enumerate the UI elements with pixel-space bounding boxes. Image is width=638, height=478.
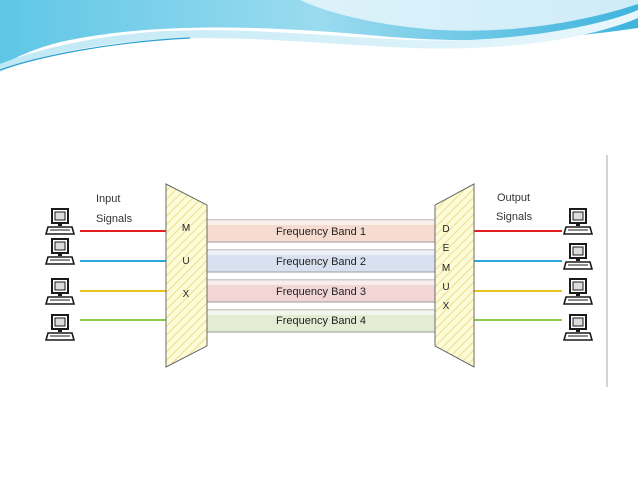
output-label-line1: Output	[497, 192, 531, 204]
computer-icon	[563, 277, 593, 307]
band-label-2: Frequency Band 2	[276, 256, 366, 268]
input-label-line2: Signals	[96, 213, 133, 225]
demux-letter-e: E	[442, 243, 450, 254]
demux-block	[434, 183, 475, 368]
demux-letter-x: X	[442, 301, 450, 312]
computer-icon	[45, 277, 75, 307]
computer-icon	[45, 313, 75, 343]
input-label-line1: Input	[96, 193, 121, 205]
computer-icon	[563, 207, 593, 237]
mux-block	[165, 183, 208, 368]
panel-edge	[606, 155, 608, 387]
band-label-4: Frequency Band 4	[276, 315, 366, 327]
demux-letter-u: U	[442, 282, 450, 293]
computer-icon	[45, 207, 75, 237]
output-label-line2: Signals	[496, 211, 533, 223]
band-label-3: Frequency Band 3	[276, 286, 366, 298]
mux-letter-u: U	[182, 256, 190, 267]
computer-icon	[563, 242, 593, 272]
band-label-1: Frequency Band 1	[276, 226, 366, 238]
computer-icon	[45, 237, 75, 267]
computer-icon	[563, 313, 593, 343]
mux-letter-x: X	[182, 289, 190, 300]
header-swoosh	[0, 0, 638, 72]
demux-letter-d: D	[442, 224, 450, 235]
mux-letter-m: M	[181, 223, 191, 234]
demux-letter-m: M	[441, 263, 451, 274]
